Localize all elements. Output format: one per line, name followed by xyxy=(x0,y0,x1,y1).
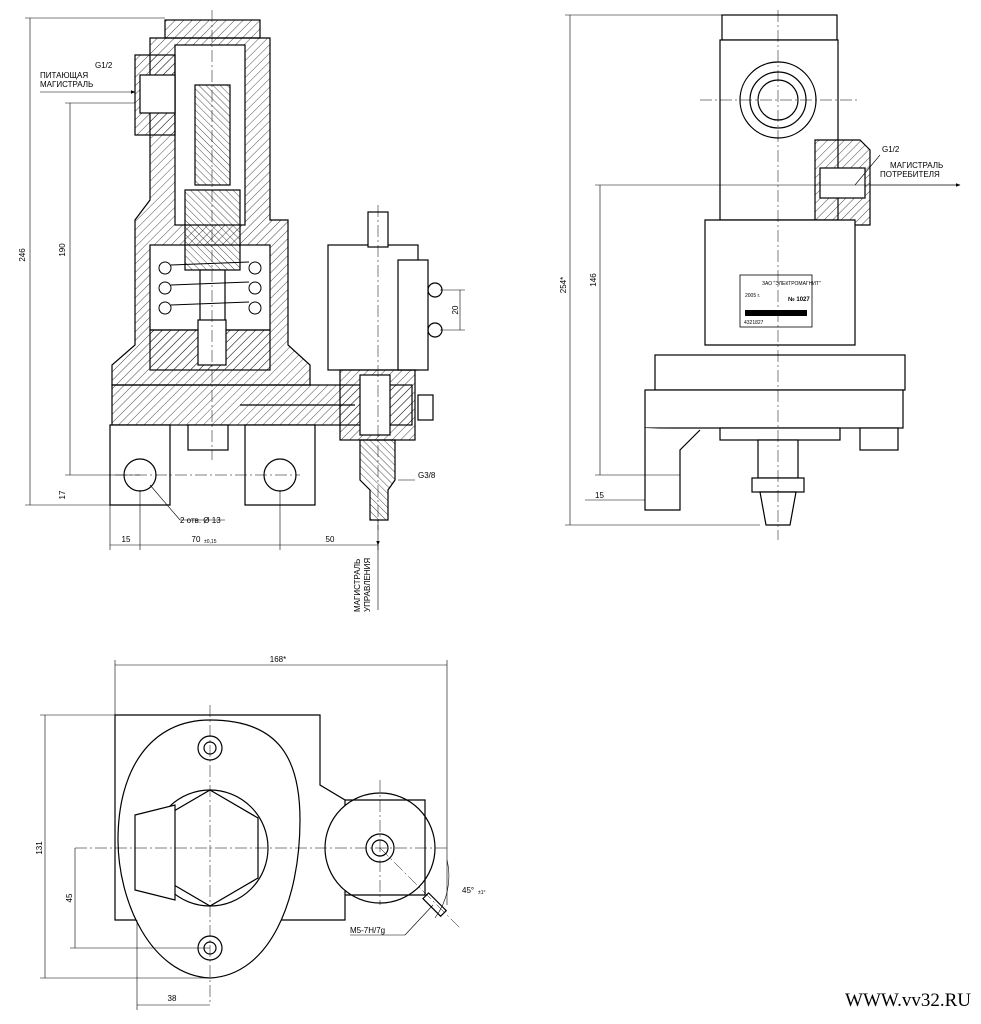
dim-17: 17 xyxy=(58,490,67,499)
front-section-view xyxy=(109,10,443,530)
angle-45-tol: ±1° xyxy=(478,890,486,896)
dim-146: 146 xyxy=(589,273,598,287)
control-line-label-1: МАГИСТРАЛЬ xyxy=(353,559,362,612)
side-view xyxy=(644,10,906,540)
side-view-dimensions xyxy=(565,14,961,526)
website-watermark: WWW.vv32.RU xyxy=(845,990,971,1011)
side-view-labels: 254* 146 15 G1/2 МАГИСТРАЛЬ ПОТРЕБИТЕЛЯ … xyxy=(559,145,943,500)
dim-70-tol: ±0,15 xyxy=(204,539,217,545)
dim-131: 131 xyxy=(35,841,44,855)
dim-15-side: 15 xyxy=(595,491,604,500)
consumer-line-label-1: МАГИСТРАЛЬ xyxy=(890,161,943,170)
dim-45: 45 xyxy=(65,893,74,902)
front-view-dimensions xyxy=(25,17,465,610)
dim-38: 38 xyxy=(168,994,177,1003)
dim-50: 50 xyxy=(326,535,335,544)
holes-label: 2 отв. Ø 13 xyxy=(180,516,221,525)
nameplate-maker: ЗАО "ЭЛЕКТРОМАГНИТ" xyxy=(762,281,821,287)
consumer-line-label-2: ПОТРЕБИТЕЛЯ xyxy=(880,170,940,179)
thread-m5-label: M5-7H/7g xyxy=(350,926,385,935)
control-line-label-2: УПРАВЛЕНИЯ xyxy=(363,558,372,612)
top-view xyxy=(75,705,461,1005)
thread-inlet-label: G1/2 xyxy=(95,61,113,70)
thread-control-label: G3/8 xyxy=(418,471,436,480)
front-view-labels: 246 190 17 15 70 ±0,15 50 20 G1/2 ПИТАЮЩ… xyxy=(18,61,460,612)
nameplate-code: 4321827 xyxy=(744,320,764,326)
dim-15: 15 xyxy=(122,535,131,544)
dim-168: 168* xyxy=(270,655,286,664)
dim-254: 254* xyxy=(559,277,568,293)
supply-line-label-2: МАГИСТРАЛЬ xyxy=(40,80,93,89)
dim-190: 190 xyxy=(58,243,67,257)
dim-70: 70 xyxy=(192,535,201,544)
nameplate-year: 2005 г. xyxy=(745,293,760,299)
thread-outlet-label: G1/2 xyxy=(882,145,900,154)
top-view-dimensions xyxy=(40,660,450,1010)
angle-45: 45° xyxy=(462,886,474,895)
dim-20: 20 xyxy=(451,305,460,314)
supply-line-label-1: ПИТАЮЩАЯ xyxy=(40,71,88,80)
dim-246: 246 xyxy=(18,248,27,262)
nameplate-number: № 1027 xyxy=(788,296,810,303)
top-view-labels: 168* 131 45 38 45° ±1° M5-7H/7g xyxy=(35,655,486,1003)
